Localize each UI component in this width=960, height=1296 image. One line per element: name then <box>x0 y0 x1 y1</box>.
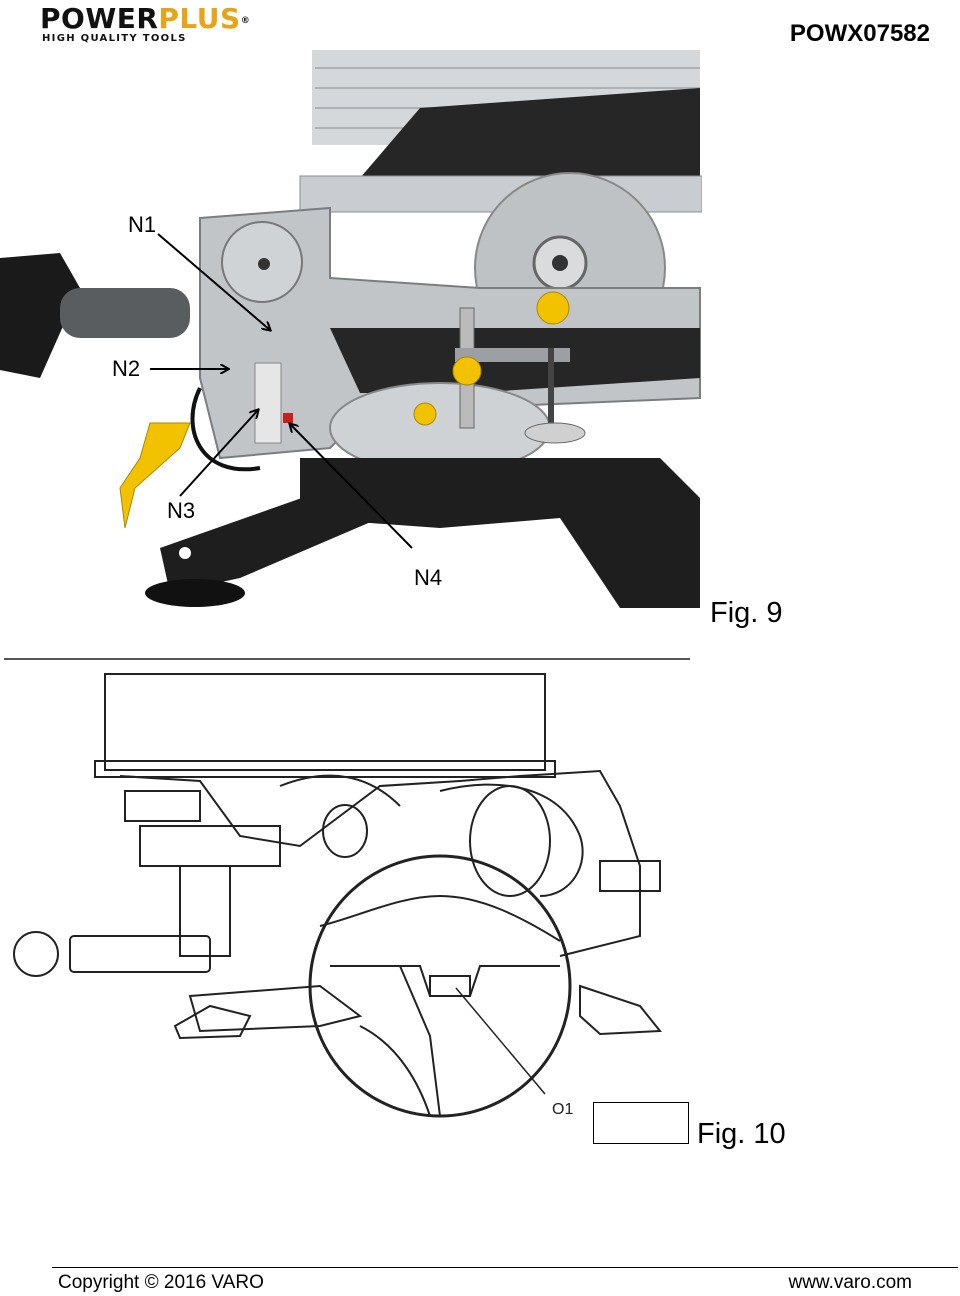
callout-n3: N3 <box>167 498 196 523</box>
clamp-arm <box>455 348 570 362</box>
drawing-handle-bar <box>69 935 211 973</box>
figure-9-caption: Fig. 9 <box>710 597 783 629</box>
callout-n2: N2 <box>112 356 141 381</box>
blade-guard <box>360 88 700 178</box>
callout-n1: N1 <box>128 212 157 237</box>
callout-arrow-n3 <box>179 410 258 497</box>
logo-word-power: POWER <box>40 2 159 35</box>
red-marker <box>283 413 293 423</box>
callout-arrow-n4 <box>290 424 413 549</box>
bevel-scale <box>254 362 282 444</box>
callout-o1: O1 <box>552 1101 573 1118</box>
fence-knob <box>413 402 437 426</box>
clamp-knob <box>452 356 482 386</box>
figure-9-photo <box>0 50 702 608</box>
footer-copyright: Copyright © 2016 VARO <box>58 1272 264 1293</box>
figure-divider <box>4 658 690 660</box>
brand-logo: POWERPLUS® HIGH QUALITY TOOLS <box>40 2 290 45</box>
figure-10-caption: Fig. 10 <box>697 1118 786 1150</box>
footer-rule <box>52 1267 958 1268</box>
logo-registered-mark: ® <box>240 16 251 26</box>
blank-label-box <box>593 1102 689 1144</box>
dust-hose <box>60 288 190 338</box>
dust-bag <box>0 253 80 378</box>
bevel-lever <box>119 422 191 529</box>
drawing-handle-knob <box>13 931 59 977</box>
figure-10-drawing: O1 <box>13 673 663 1118</box>
logo-word-plus: PLUS <box>158 2 241 35</box>
callout-n4: N4 <box>414 565 443 590</box>
logo-tagline: HIGH QUALITY TOOLS <box>42 33 187 44</box>
model-number: POWX07582 <box>789 20 930 47</box>
footer-website: www.varo.com <box>788 1272 912 1293</box>
callout-arrow-n1 <box>157 233 270 330</box>
blade-lock-knob <box>536 291 570 325</box>
saw-base <box>300 458 700 608</box>
base-leg-left <box>160 488 380 593</box>
drawing-top-table <box>104 673 546 771</box>
